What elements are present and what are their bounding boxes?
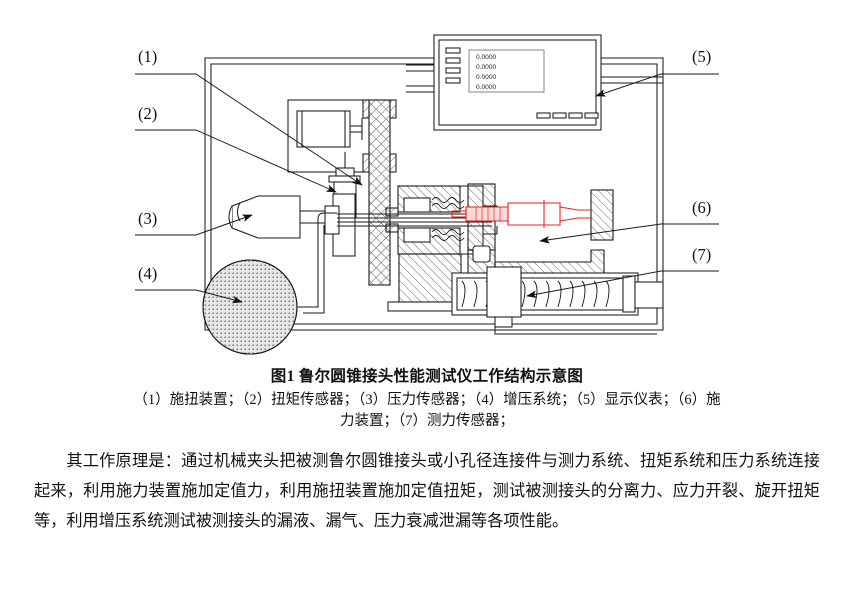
pressurizing-tank [202,259,298,355]
display-instrument [406,34,663,131]
fluid-tubing [297,212,337,314]
figure-legend: （1）施扭装置；（2）扭矩传感器；（3）压力传感器；（4）增压系统；（5）显示仪… [0,390,854,432]
pressure-sensor [228,195,325,239]
readout-line: 0.0000 [476,74,497,81]
leader-4 [135,289,243,304]
figure-title: 图1 鲁尔圆锥接头性能测试仪工作结构示意图 [270,368,584,385]
torque-apply-device [287,99,381,173]
figure-legend-line-2: 力装置；（7）测力传感器； [340,413,514,429]
leader-3 [135,214,253,236]
leader-7 [526,270,719,298]
leader-5 [595,73,719,97]
leader-2 [135,129,337,193]
figure-legend-line-1: （1）施扭装置；（2）扭矩传感器；（3）压力传感器；（4）增压系统；（5）显示仪… [133,392,721,408]
readout-line: 0.0000 [476,64,497,71]
callout-label-7: (7) [692,245,711,264]
callout-label-5: (5) [692,47,711,66]
callout-label-2: (2) [138,104,157,123]
callout-labels: (1) (2) (3) (4) (5) (6) (7) [138,47,711,283]
display-readout-group: 0.0000 0.0000 0.0000 0.0000 [476,54,497,91]
force-sensor-assembly [451,266,664,335]
frame-upright-column [362,99,397,286]
callout-label-6: (6) [692,198,711,217]
callout-label-1: (1) [138,47,157,66]
callout-label-4: (4) [138,264,157,283]
leader-6 [539,223,719,244]
readout-line: 0.0000 [476,84,497,91]
callout-label-3: (3) [138,209,157,228]
body-paragraph-1: 其工作原理是：通过机械夹头把被测鲁尔圆锥接头或小孔径连接件与测力系统、扭矩系统和… [34,452,820,530]
figure-diagram: 0.0000 0.0000 0.0000 0.0000 (1) (2) (3) … [135,34,719,355]
readout-line: 0.0000 [476,54,497,61]
leader-1 [135,73,363,186]
body-text: 其工作原理是：通过机械夹头把被测鲁尔圆锥接头或小孔径连接件与测力系统、扭矩系统和… [34,446,820,536]
luer-specimen [451,200,591,228]
callout-leaders [135,73,719,304]
